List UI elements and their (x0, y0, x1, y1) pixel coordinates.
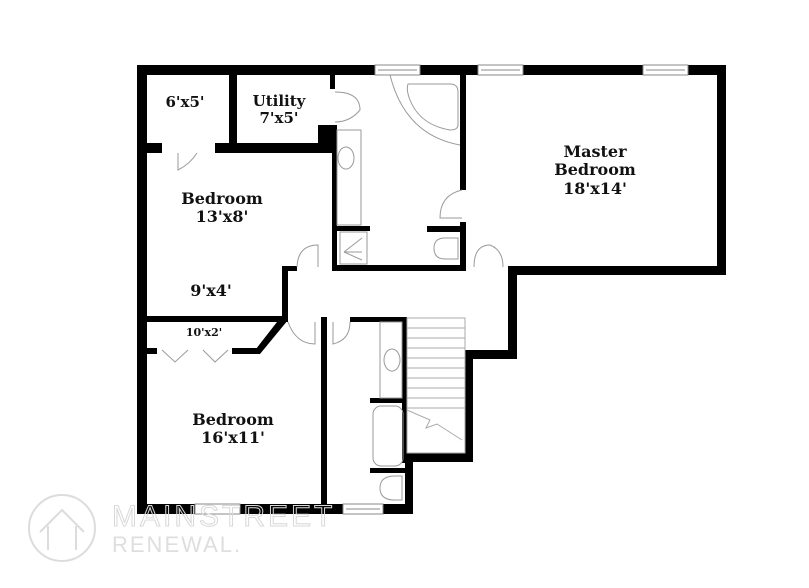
room-utility: Utility 7'x5' (252, 92, 306, 128)
watermark-line2: RENEWAL. (112, 532, 243, 557)
watermark-logo: MAINSTREET RENEWAL. (26, 492, 333, 572)
room-name-line1: Master (563, 142, 627, 161)
room-bedroom-1: Bedroom 13'x8' (181, 189, 263, 227)
room-closet-mid: 9'x4' (190, 281, 232, 300)
room-size: 13'x8' (195, 207, 249, 227)
room-size: 6'x5' (165, 93, 205, 111)
house-circle-icon (28, 494, 96, 562)
room-closet-top: 6'x5' (165, 93, 205, 111)
fixtures (161, 74, 504, 501)
watermark-line1: MAINSTREET (111, 500, 336, 534)
room-name: Utility (252, 92, 306, 110)
room-bedroom-2: Bedroom 16'x11' (192, 410, 274, 448)
room-size: 10'x2' (185, 326, 223, 339)
room-closet-small: 10'x2' (185, 326, 223, 340)
room-size: 16'x11' (201, 428, 265, 448)
room-name: Bedroom (181, 189, 263, 208)
room-size: 18'x14' (563, 178, 627, 198)
room-size: 9'x4' (190, 281, 232, 300)
walls (137, 65, 726, 514)
room-name-line2: Bedroom (554, 160, 636, 180)
room-size: 7'x5' (259, 109, 299, 128)
room-name: Bedroom (192, 410, 274, 429)
windows (194, 64, 689, 515)
room-master-bedroom: Master Bedroom 18'x14' (554, 142, 636, 198)
